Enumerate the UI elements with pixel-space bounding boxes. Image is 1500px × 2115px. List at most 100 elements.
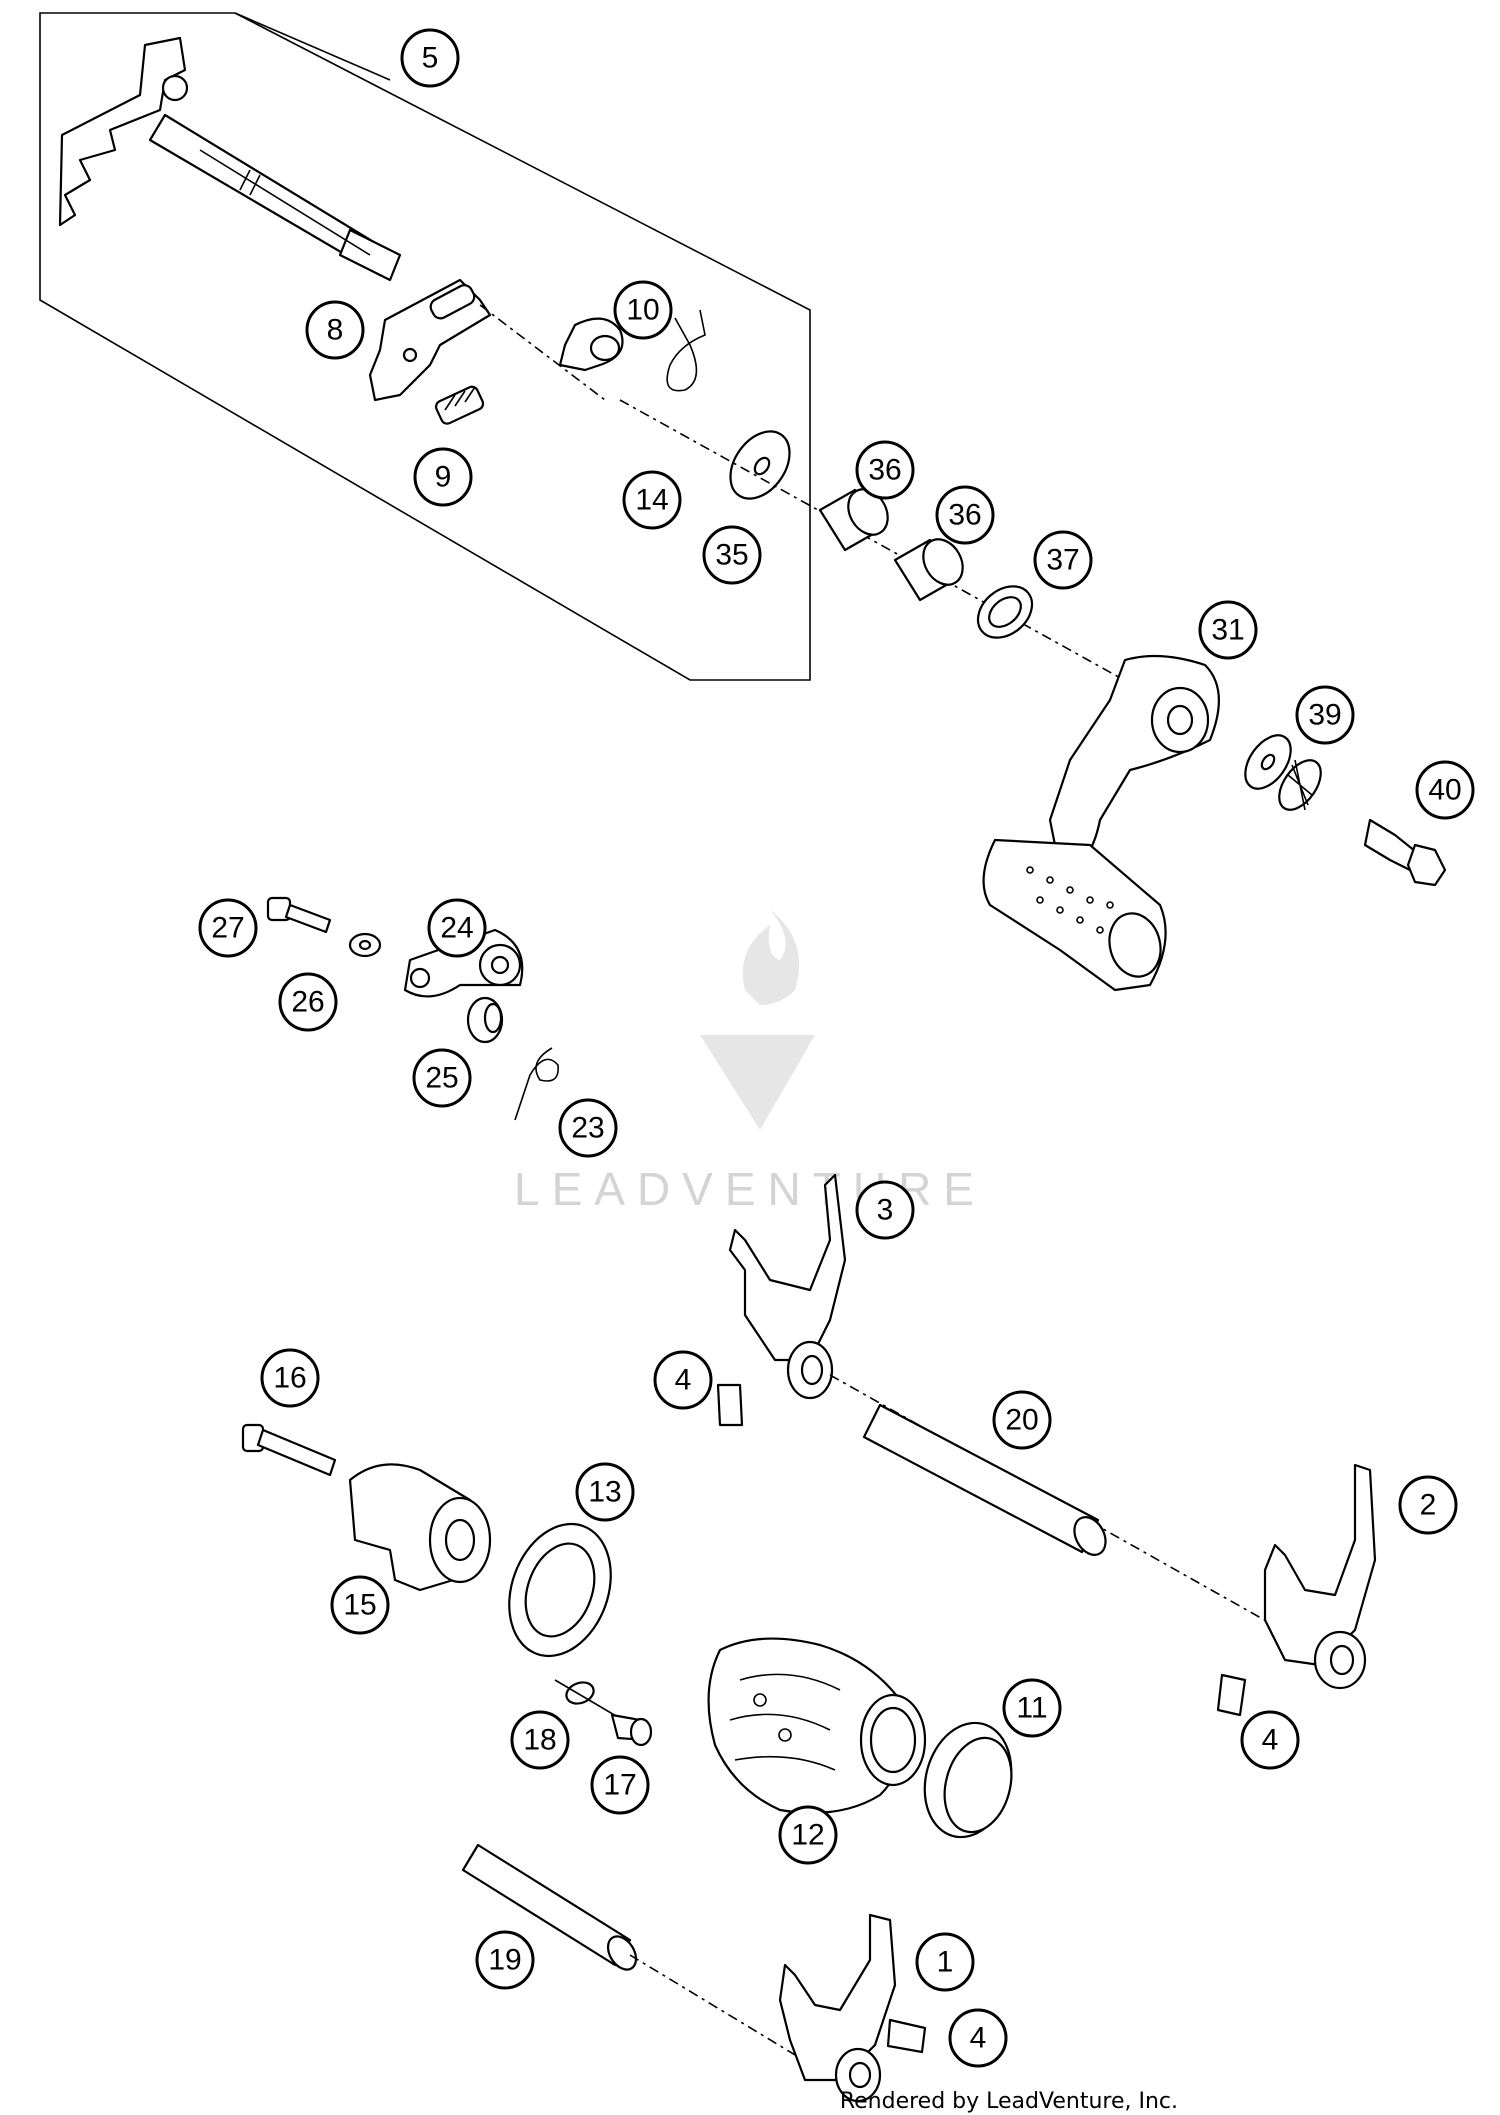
roller-4-bottom [886, 2018, 927, 2054]
callout-15: 15 [330, 1575, 390, 1635]
callout-number: 19 [488, 1944, 521, 1977]
ring-13 [508, 1522, 612, 1658]
fork-rail-20 [862, 1403, 1107, 1556]
shift-lever [982, 654, 1220, 992]
callout-circle [915, 1932, 975, 1992]
callout-circle [1033, 530, 1093, 590]
callout-number: 36 [948, 499, 981, 532]
shift-drum-12 [707, 1637, 927, 1814]
watermark-text: LEADVENTURE [514, 1163, 986, 1215]
spring-clip [666, 309, 706, 392]
callout-8: 8 [305, 300, 365, 360]
callout-13: 13 [575, 1462, 635, 1522]
callout-number: 25 [425, 1062, 458, 1095]
callout-circle [948, 2008, 1008, 2068]
callout-circle [427, 898, 487, 958]
callout-circle [992, 1390, 1052, 1450]
callout-1: 1 [915, 1932, 975, 1992]
callout-number: 4 [1262, 1724, 1279, 1757]
callout-number: 40 [1428, 774, 1461, 807]
roller-4-right [1216, 1673, 1247, 1717]
callout-circle [1198, 600, 1258, 660]
callout-circle [412, 1048, 472, 1108]
fork-rail-19 [461, 1843, 638, 1971]
callout-circle [702, 525, 762, 585]
shift-drum-locating-15 [348, 1463, 492, 1592]
washer [729, 430, 791, 500]
callout-35: 35 [702, 525, 762, 585]
callout-number: 26 [291, 986, 324, 1019]
callout-19: 19 [475, 1930, 535, 1990]
callout-4: 4 [948, 2008, 1008, 2068]
callout-4: 4 [1240, 1710, 1300, 1770]
callout-number: 37 [1046, 544, 1079, 577]
callout-number: 4 [675, 1364, 692, 1397]
callout-circle [935, 485, 995, 545]
callout-number: 8 [327, 314, 344, 347]
callout-circle [613, 280, 673, 340]
roller-4-top [716, 1383, 744, 1427]
callout-number: 35 [715, 539, 748, 572]
lever-washer [1244, 734, 1322, 811]
callout-23: 23 [558, 1098, 618, 1158]
callout-2: 2 [1398, 1475, 1458, 1535]
callout-circle [558, 1098, 618, 1158]
callout-number: 17 [603, 1769, 636, 1802]
callout-circle [475, 1930, 535, 1990]
callout-12: 12 [778, 1805, 838, 1865]
callout-36: 36 [855, 440, 915, 500]
callout-circle [510, 1710, 570, 1770]
callout-number: 39 [1308, 699, 1341, 732]
bearing-11 [923, 1721, 1013, 1839]
callout-17: 17 [590, 1755, 650, 1815]
callout-circle [1398, 1475, 1458, 1535]
watermark: LEADVENTURE [514, 910, 986, 1215]
callout-circle [622, 470, 682, 530]
shift-plate [368, 278, 492, 402]
screw-17 [610, 1713, 653, 1747]
callout-number: 3 [877, 1194, 894, 1227]
callout-number: 36 [868, 454, 901, 487]
callout-20: 20 [992, 1390, 1052, 1450]
shift-shaft [58, 36, 402, 282]
callout-circle [278, 972, 338, 1032]
callout-circle [653, 1350, 713, 1410]
callout-number: 12 [791, 1819, 824, 1852]
callout-number: 16 [273, 1362, 306, 1395]
callout-3: 3 [855, 1180, 915, 1240]
hex-bolt-27 [266, 896, 332, 934]
shift-fork-2 [1263, 1463, 1377, 1690]
callout-number: 11 [1016, 1692, 1047, 1725]
callout-number: 27 [211, 912, 244, 945]
locking-lever-24 [403, 928, 524, 998]
callout-26: 26 [278, 972, 338, 1032]
callout-circle [590, 1755, 650, 1815]
callout-number: 10 [626, 294, 659, 327]
callout-number: 13 [588, 1476, 621, 1509]
callout-37: 37 [1033, 530, 1093, 590]
callout-circle [855, 1180, 915, 1240]
callout-number: 2 [1420, 1489, 1437, 1522]
callout-number: 1 [937, 1946, 954, 1979]
render-credit: Rendered by LeadVenture, Inc. [840, 2089, 1178, 2114]
callout-9: 9 [413, 447, 473, 507]
callout-10: 10 [613, 280, 673, 340]
callout-circle [413, 447, 473, 507]
callout-24: 24 [427, 898, 487, 958]
washer-26 [348, 932, 382, 958]
callout-circle [1295, 685, 1355, 745]
callout-number: 5 [422, 42, 439, 75]
shift-fork-1 [778, 1913, 897, 2103]
callout-circle [778, 1805, 838, 1865]
callout-circle [575, 1462, 635, 1522]
callout-40: 40 [1415, 760, 1475, 820]
callout-18: 18 [510, 1710, 570, 1770]
callout-number: 18 [523, 1724, 556, 1757]
needle-bearing-2 [893, 538, 964, 602]
callout-4: 4 [653, 1350, 713, 1410]
callout-circle [1240, 1710, 1300, 1770]
shift-fork-3 [728, 1173, 847, 1400]
callout-circle [198, 898, 258, 958]
shaft-seal [976, 585, 1034, 639]
